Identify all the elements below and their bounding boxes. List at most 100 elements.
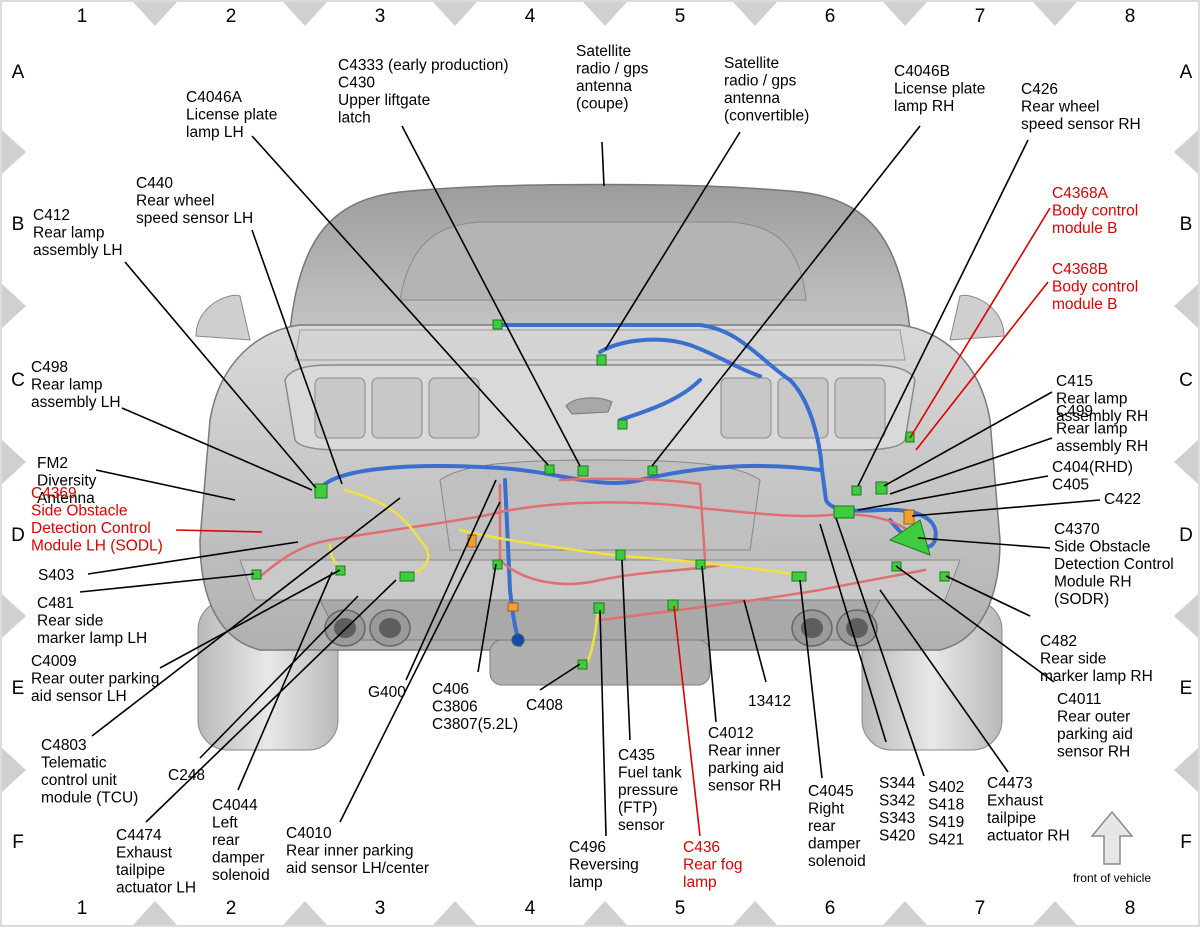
callout-line: Rear lamp [1056,391,1128,408]
callout-line: S402 [928,779,964,796]
grid-row-label-left: D [11,525,25,546]
callout-line: radio / gps [724,73,797,90]
callout-line: C4011 [1057,691,1102,708]
callout-line: Telematic [41,755,107,772]
connector-c4046b [647,465,658,476]
grid-triangle [2,130,26,174]
grid-triangle [583,2,627,26]
callout-line: C499 [1056,403,1093,420]
connector-c406 [511,633,525,647]
connector-c4044 [399,571,415,582]
callout-line: Diversity [37,473,97,490]
callout-g400: G400 [368,684,406,701]
callout-line: module B [1052,220,1117,237]
callout-line: Rear wheel [1021,99,1099,116]
callout-line: latch [338,110,371,127]
connector-c436 [667,599,679,611]
callout-line: actuator LH [116,880,196,897]
callout-line: C248 [168,767,205,784]
callout-line: C430 [338,75,375,92]
callout-line: C4010 [286,825,332,842]
callout-line: S342 [879,793,915,810]
grid-row-label-right: E [1180,678,1193,699]
grid-triangle [2,748,26,792]
connector-c4370 [888,519,931,556]
callout-line: sensor RH [1057,744,1130,761]
callout-line: marker lamp LH [37,630,147,647]
callout-line: tailpipe [116,862,165,879]
callout-line: Detection Control [31,520,151,537]
grid-row-label-right: F [1180,832,1192,853]
grid-triangle [1174,284,1198,328]
callout-line: sensor RH [708,778,781,795]
callout-line: C4045 [808,783,854,800]
callout-line: assembly LH [31,394,121,411]
callout-line: C4368B [1052,261,1108,278]
connector-c4010 [492,559,503,570]
callout-c248: C248 [168,767,205,784]
callout-line: C4369 [31,485,77,502]
callout-line: C4474 [116,827,162,844]
callout-line: antenna [724,90,780,107]
callout-line: sensor [618,817,665,834]
connector-sat-coupe [596,354,607,366]
grid-triangle [583,901,627,925]
connector-c4045 [791,571,807,582]
callout-line: C405 [1052,477,1089,494]
grid-column-label-bottom: 2 [226,898,237,919]
grid-triangle [433,901,477,925]
callout-line: rear [808,818,836,835]
callout-line: C498 [31,359,68,376]
grid-triangle [1174,130,1198,174]
callout-line: pressure [618,782,678,799]
callout-line: lamp [569,874,603,891]
callout-line: module (TCU) [41,790,138,807]
callout-line: S420 [879,828,916,845]
grid-column-label-bottom: 4 [525,898,536,919]
callout-line: C3806 [432,699,478,716]
callout-line: assembly RH [1056,438,1148,455]
grid-triangle [1174,594,1198,638]
connector-c4046a [544,464,555,475]
callout-line: Body control [1052,279,1138,296]
grid-row-label-left: A [12,62,25,83]
callout-line: Satellite [724,55,779,72]
callout-line: S421 [928,832,964,849]
harness-red [260,477,927,622]
connector-c404 [833,505,855,519]
callout-line: solenoid [212,867,270,884]
callout-c404: C404(RHD)C405 [1052,459,1133,494]
callout-line: C4046A [186,89,243,106]
callout-line: rear [212,832,240,849]
callout-line: Side Obstacle [1054,539,1151,556]
callout-line: Body control [1052,203,1138,220]
callout-line: Rear side [1040,651,1106,668]
callout-line: C415 [1056,373,1093,390]
callout-line: C408 [526,697,563,714]
callout-line: lamp LH [186,124,244,141]
callout-line: C482 [1040,633,1077,650]
grid-column-label-top: 7 [975,6,986,27]
tail-lamp-bars [314,377,886,439]
grid-row-label-left: E [12,678,25,699]
callout-line: control unit [41,772,118,789]
grid-triangle [433,2,477,26]
callout-line: Rear inner [708,743,780,760]
grid-column-label-top: 8 [1125,6,1136,27]
callout-line: C496 [569,839,606,856]
front-of-vehicle-legend: front of vehicle [1073,810,1151,885]
left-mirror [195,294,251,341]
callout-line: Rear side [37,613,103,630]
